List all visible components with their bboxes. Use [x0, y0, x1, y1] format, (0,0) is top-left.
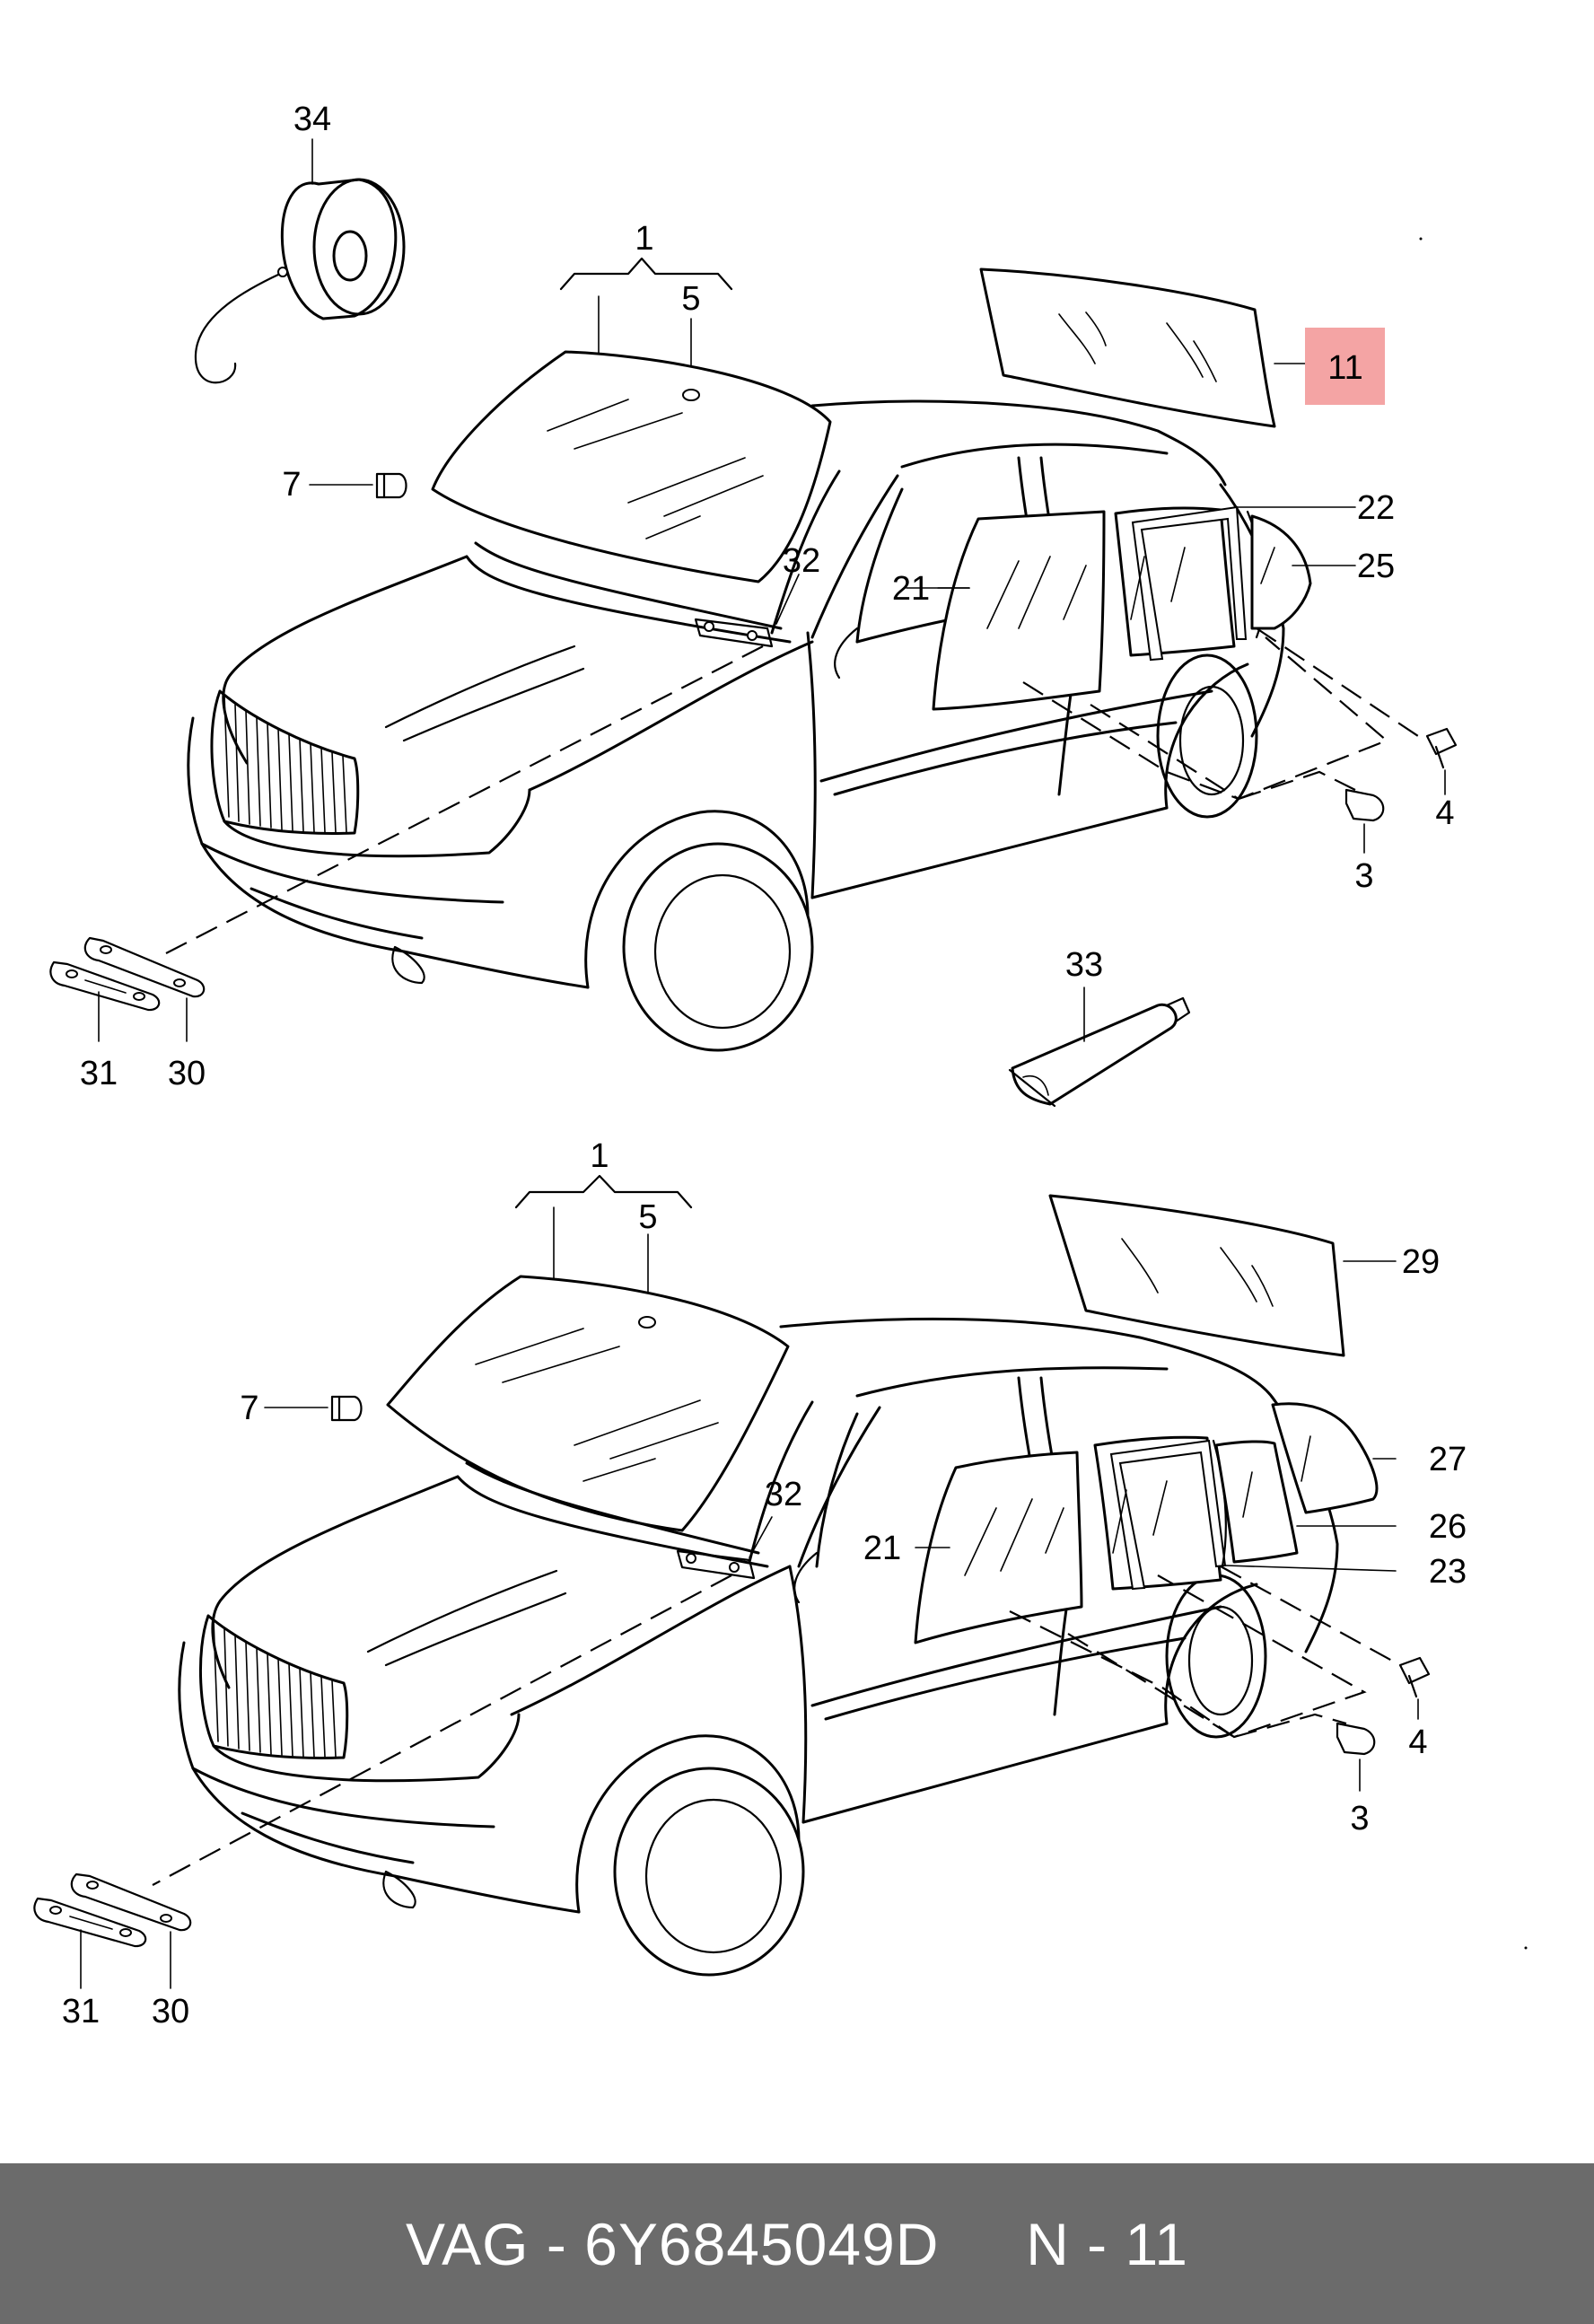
part-32-bracket-bottom [676, 1516, 773, 1580]
callout-3-bottom: 3 [1350, 1800, 1369, 1837]
quarter-glass-25-top [1250, 514, 1356, 630]
callout-1-bottom: 1 [590, 1137, 609, 1175]
callout-31: 31 [80, 1055, 118, 1092]
parts-30-31-plates-bottom [33, 1872, 192, 1989]
windscreen-bottom [386, 1275, 790, 1532]
front-door-glass-21-bottom [914, 1451, 1083, 1644]
callout-7: 7 [282, 466, 301, 504]
front-door-glass-21-top [906, 510, 1106, 711]
rear-window-glass-29 [1048, 1194, 1397, 1357]
rear-window-glass-11 [979, 267, 1276, 428]
parts-diagram: 34 1 5 7 11 22 25 21 32 4 3 33 31 30 1 5… [33, 101, 1528, 2030]
callout-21-bottom: 21 [863, 1530, 901, 1567]
highlight-box-11 [1305, 328, 1385, 405]
leader-lines-bottom [152, 1565, 1401, 1886]
callout-34: 34 [293, 101, 331, 138]
part-7-clip-bottom [264, 1395, 363, 1422]
callout-26-bottom: 26 [1429, 1508, 1467, 1546]
callout-7-bottom: 7 [240, 1390, 258, 1427]
callout-3: 3 [1354, 857, 1373, 895]
callout-32-bottom: 32 [765, 1476, 802, 1513]
callout-30-bottom: 30 [152, 1993, 189, 2030]
callout-4-bottom: 4 [1408, 1723, 1427, 1761]
callout-5: 5 [681, 280, 700, 318]
rear-door-glass-22-top [1114, 505, 1356, 662]
quarter-glass-26-bottom [1214, 1440, 1397, 1564]
callouts-top: 34 1 5 7 11 22 25 21 32 4 3 33 31 30 [80, 101, 1455, 1092]
callout-31-bottom: 31 [62, 1993, 100, 2030]
part-33-tube [1008, 987, 1191, 1108]
callout-4: 4 [1435, 794, 1454, 832]
callout-30: 30 [168, 1055, 206, 1092]
callout-25: 25 [1357, 548, 1395, 585]
callout-22: 22 [1357, 489, 1395, 527]
car-body-bottom [178, 1317, 1339, 1977]
part-34-ring [194, 138, 406, 384]
part-3-nut-top [1344, 788, 1385, 854]
callout-27-bottom: 27 [1429, 1441, 1467, 1478]
part-7-clip [309, 472, 407, 499]
callout-21: 21 [892, 570, 930, 608]
leader-lines-top [165, 627, 1419, 954]
part-32-bracket [694, 574, 800, 648]
callout-23-bottom: 23 [1429, 1553, 1467, 1591]
bottom-diagram [33, 1174, 1431, 1989]
windscreen-top [431, 350, 832, 583]
callout-5-bottom: 5 [638, 1198, 657, 1236]
car-body-top [187, 399, 1285, 1052]
footer-bar: VAG - 6Y6845049D N - 11 [0, 2163, 1594, 2324]
callout-33: 33 [1065, 946, 1103, 984]
part-4-screw-bottom [1398, 1656, 1431, 1720]
top-diagram [49, 138, 1458, 1108]
part-3-nut-bottom [1336, 1722, 1376, 1792]
callout-29-bottom: 29 [1402, 1243, 1440, 1281]
callout-1: 1 [635, 220, 653, 258]
part-4-screw-top [1425, 727, 1458, 795]
callout-32: 32 [783, 542, 820, 580]
parts-30-31-plates-top [49, 936, 206, 1042]
callout-11: 11 [1327, 349, 1362, 387]
callouts-bottom: 1 5 7 29 27 26 23 21 32 4 3 31 30 [62, 1137, 1467, 2030]
quarter-glass-27-bottom [1271, 1402, 1397, 1514]
part-number-caption: VAG - 6Y6845049D N - 11 [406, 2210, 1188, 2277]
